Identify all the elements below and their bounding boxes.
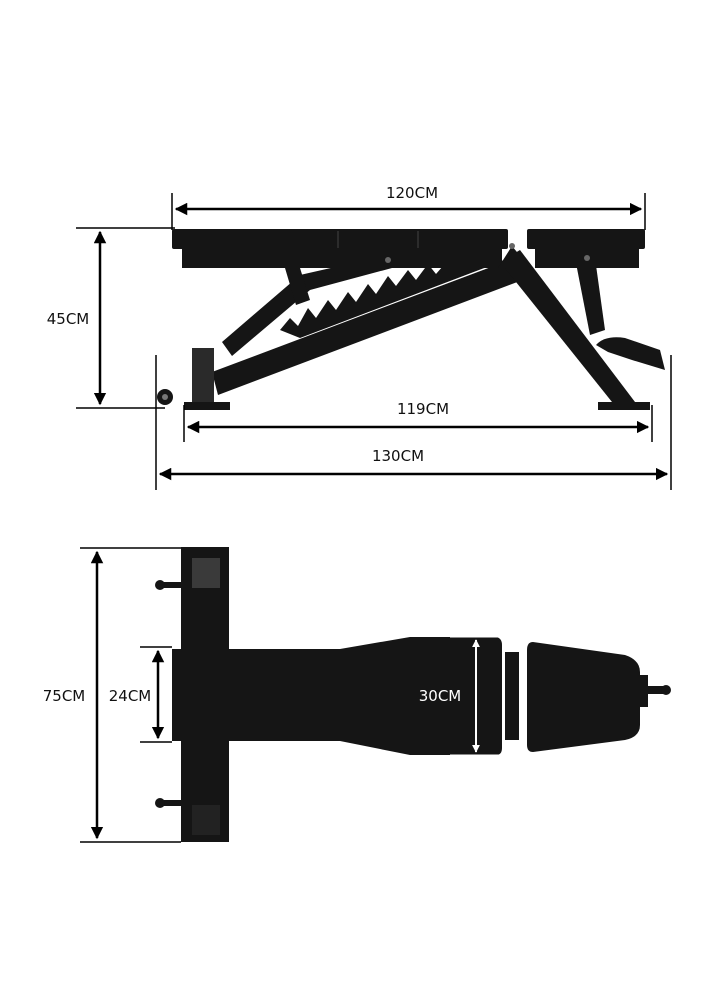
leg-holder (596, 337, 665, 370)
top-dimensions (80, 547, 500, 843)
label-seat-width: 24CM (109, 687, 152, 705)
seat-pad (172, 229, 508, 249)
back-support (575, 258, 605, 335)
label-seat-length: 120CM (386, 184, 438, 202)
support-strut (285, 268, 310, 305)
main-rail (212, 258, 528, 395)
label-back-width: 30CM (419, 687, 462, 705)
back-pad-top (527, 642, 640, 752)
bench-top-view (155, 547, 671, 842)
front-post (192, 348, 214, 404)
side-dimensions (76, 193, 672, 490)
label-height: 45CM (47, 310, 90, 328)
bolt-top (156, 582, 182, 588)
adjustment-ladder (280, 250, 500, 338)
seat-pad-top (172, 637, 502, 755)
front-foot (184, 402, 230, 410)
hinge-plate (498, 246, 530, 268)
hinge (505, 652, 519, 740)
label-base-width: 75CM (43, 687, 86, 705)
label-total-length: 130CM (372, 447, 424, 465)
label-foot-span: 119CM (397, 400, 449, 418)
bench-side-view (157, 229, 665, 410)
rear-leg (500, 250, 635, 402)
bolt-bottom (156, 800, 182, 806)
pin (648, 686, 666, 694)
rear-foot (598, 402, 650, 410)
seat-frame (182, 248, 502, 268)
back-pad (527, 229, 645, 249)
